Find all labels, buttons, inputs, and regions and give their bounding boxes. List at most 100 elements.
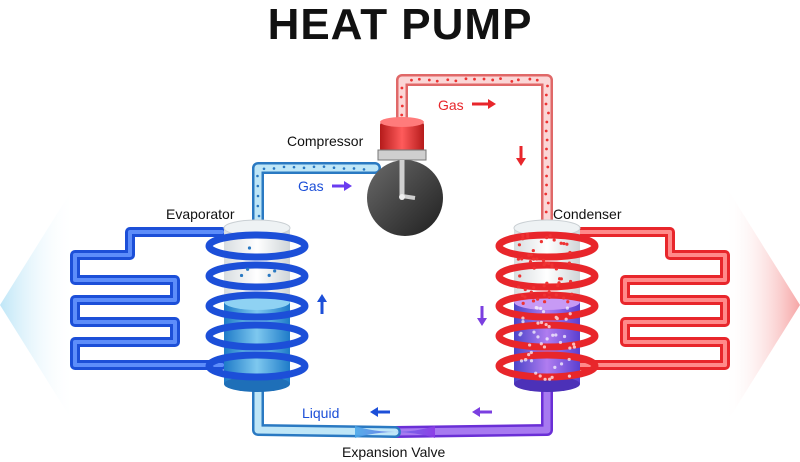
bubble (558, 340, 563, 345)
bubble (555, 316, 559, 321)
bubble (427, 78, 431, 82)
bubble (556, 284, 560, 288)
bubble (539, 240, 543, 244)
bubble (562, 296, 566, 300)
bubble (521, 316, 525, 320)
bubble (272, 167, 276, 170)
bubble (464, 77, 468, 81)
bubble (246, 267, 250, 271)
bubble (570, 292, 574, 296)
bubble (539, 306, 543, 310)
bubble (257, 214, 261, 218)
bubble (239, 273, 244, 278)
label-expansion-valve: Expansion Valve (342, 444, 445, 460)
bubble (544, 156, 548, 160)
bubble (536, 321, 540, 325)
label-compressor: Compressor (287, 133, 364, 149)
label-gas-hot: Gas (438, 97, 464, 113)
bubble (532, 266, 536, 270)
bubble (256, 194, 260, 198)
bubble (545, 183, 548, 187)
evaporator-dots (239, 246, 277, 278)
compressor (367, 117, 443, 236)
bubble (572, 342, 576, 346)
bubble (550, 375, 554, 379)
bubble (568, 279, 573, 284)
bubble (528, 343, 532, 347)
bubble (550, 265, 554, 269)
bubble (482, 77, 486, 81)
bubble (516, 78, 520, 82)
evaporator-coil (70, 227, 227, 370)
bubble (528, 77, 532, 81)
bubble (529, 350, 533, 355)
bubble (568, 250, 572, 255)
hot-air-arrow (725, 185, 800, 425)
bubble (547, 325, 551, 329)
bubble (559, 362, 564, 366)
bubble (543, 377, 547, 381)
bubble (539, 342, 543, 346)
bubble (535, 306, 539, 310)
bubble (568, 346, 572, 350)
pipe-condenser-to-valve (389, 374, 553, 438)
bubble (516, 285, 521, 289)
bubble (551, 333, 555, 337)
bubble (545, 147, 548, 151)
evaporator-spiral (205, 231, 309, 381)
bubble (410, 78, 413, 82)
bubble (435, 79, 439, 83)
bubble (322, 165, 326, 168)
bubble (516, 257, 521, 261)
bubble (572, 345, 577, 349)
flow-arrow-down-mixed (477, 306, 487, 326)
bubble (546, 84, 549, 88)
label-liquid: Liquid (302, 405, 339, 421)
bubble (544, 210, 548, 214)
bubble (519, 359, 524, 363)
bubble (547, 290, 551, 294)
bubble (282, 165, 286, 169)
bubble (524, 357, 528, 362)
bubble (531, 257, 536, 261)
bubble (545, 281, 549, 285)
condenser-dots (516, 232, 574, 305)
bubble (535, 257, 539, 261)
bubble (473, 77, 476, 81)
bubble (400, 86, 404, 90)
bubble (532, 286, 536, 290)
bubble (526, 235, 530, 239)
bubble (544, 93, 548, 97)
bubble (256, 204, 260, 208)
expansion-valve (355, 426, 435, 438)
bubble (548, 234, 552, 238)
bubble (531, 248, 535, 253)
bubble (256, 174, 259, 178)
bubble (521, 319, 525, 324)
bubble (247, 246, 252, 250)
bubble (529, 359, 534, 363)
bubble (518, 333, 522, 337)
bubble (567, 357, 571, 362)
bubble (527, 253, 531, 257)
bubble (545, 174, 548, 178)
bubble (565, 306, 569, 310)
bubble (517, 243, 522, 247)
bubble (545, 236, 549, 240)
bubble (562, 241, 566, 246)
bubble (273, 269, 277, 273)
bubble (521, 233, 525, 238)
condenser-coil (573, 227, 730, 370)
bubble (525, 232, 530, 236)
bubble (292, 165, 296, 169)
bubble (491, 78, 495, 82)
bubble (531, 299, 536, 303)
bubble (510, 80, 514, 83)
bubble (523, 287, 527, 292)
bubble (529, 290, 533, 294)
bubble (547, 261, 551, 266)
bubble (568, 312, 572, 316)
bubble (565, 242, 569, 246)
bubble (527, 353, 531, 357)
bubble (454, 79, 458, 83)
